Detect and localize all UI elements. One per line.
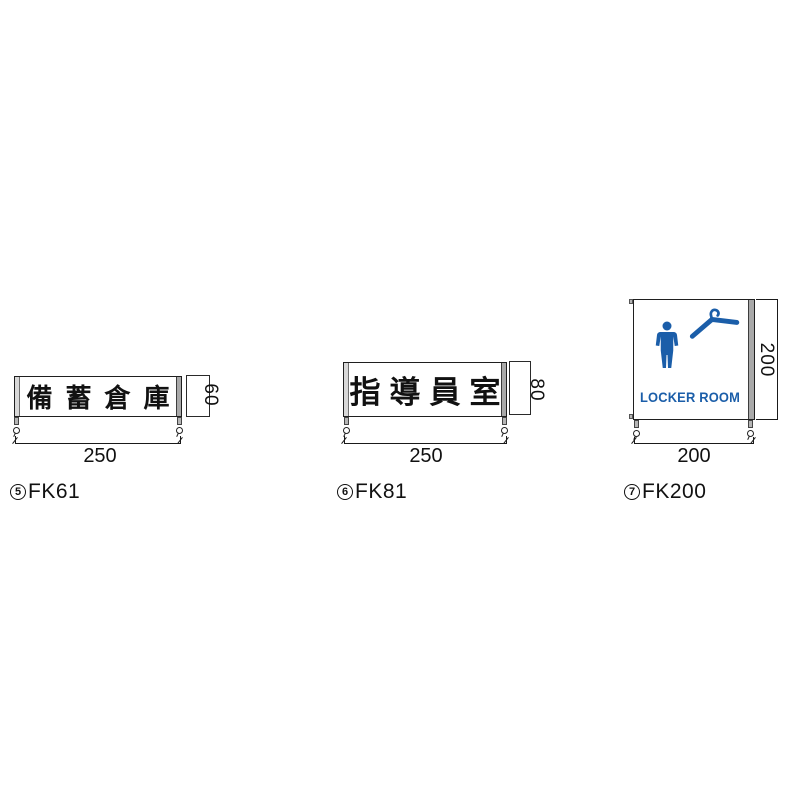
rail-nub — [629, 414, 633, 419]
dimension-riser — [344, 436, 345, 444]
width-dimension-label: 250 — [409, 445, 443, 467]
item-number-badge: 6 — [337, 484, 353, 500]
sign-face: 指導員室 — [343, 362, 507, 417]
product-code: FK61 — [28, 480, 81, 503]
product-label: 5 FK61 — [10, 480, 80, 504]
mounting-hook — [633, 430, 640, 437]
mounting-hook — [13, 427, 20, 434]
mounting-tab — [748, 420, 753, 428]
mounting-hook — [176, 427, 183, 434]
product-diagram-fk61: 備蓄倉庫 60 250 5 FK61 — [0, 290, 230, 515]
sign-face: LOCKER ROOM — [633, 299, 755, 420]
sign-text: LOCKER ROOM — [639, 389, 741, 405]
dimension-line — [15, 443, 181, 444]
mounting-hook-tail — [747, 435, 751, 441]
width-dimension-label: 200 — [677, 445, 711, 467]
sign-text: 備蓄倉庫 — [26, 384, 183, 414]
product-label: 7 FK200 — [624, 480, 706, 504]
sign-end-cap-right — [748, 300, 754, 419]
man-pictogram-icon — [655, 321, 679, 368]
mounting-hook — [747, 430, 754, 437]
dimension-riser — [506, 436, 507, 444]
dimension-vertical-line — [777, 299, 778, 420]
mounting-tab — [502, 417, 507, 425]
height-dimension-label: 80 — [526, 378, 547, 402]
mounting-hook — [343, 427, 350, 434]
width-dimension-label: 250 — [83, 445, 117, 467]
mounting-hook-tail — [176, 432, 180, 438]
mounting-tab — [177, 417, 182, 425]
dimension-riser — [753, 437, 754, 443]
item-number-badge: 5 — [10, 484, 26, 500]
product-code: FK81 — [355, 480, 408, 503]
product-diagram-fk81: 指導員室 80 250 6 FK81 — [330, 290, 560, 515]
mounting-hook — [501, 427, 508, 434]
dimension-extension-top — [756, 299, 778, 300]
dimension-riser — [15, 436, 16, 444]
item-number-badge: 7 — [624, 484, 640, 500]
dimension-riser — [180, 436, 181, 444]
mounting-tab — [634, 420, 639, 428]
product-code: FK200 — [642, 480, 707, 503]
rail-nub — [629, 299, 633, 304]
height-dimension-label: 60 — [200, 383, 221, 407]
sign-face: 備蓄倉庫 — [14, 376, 182, 417]
product-diagram-fk200: LOCKER ROOM 200 200 7 FK200 — [610, 290, 800, 515]
mounting-hook-tail — [501, 432, 505, 438]
dimension-extension-bottom — [756, 419, 778, 420]
height-dimension-label: 200 — [756, 342, 777, 378]
sign-end-cap-right — [176, 377, 181, 416]
product-label: 6 FK81 — [337, 480, 407, 504]
sign-end-cap-left — [15, 377, 20, 416]
clothes-hanger-icon — [689, 308, 740, 339]
sign-end-cap-right — [501, 363, 506, 416]
mounting-tab — [344, 417, 349, 425]
sign-text: 指導員室 — [349, 375, 510, 411]
sign-side-profile — [186, 375, 210, 417]
mounting-tab — [14, 417, 19, 425]
dimension-riser — [634, 437, 635, 443]
sign-side-profile — [509, 361, 531, 415]
sign-end-cap-left — [344, 363, 349, 416]
dimension-line — [634, 443, 754, 444]
dimension-line — [344, 443, 507, 444]
